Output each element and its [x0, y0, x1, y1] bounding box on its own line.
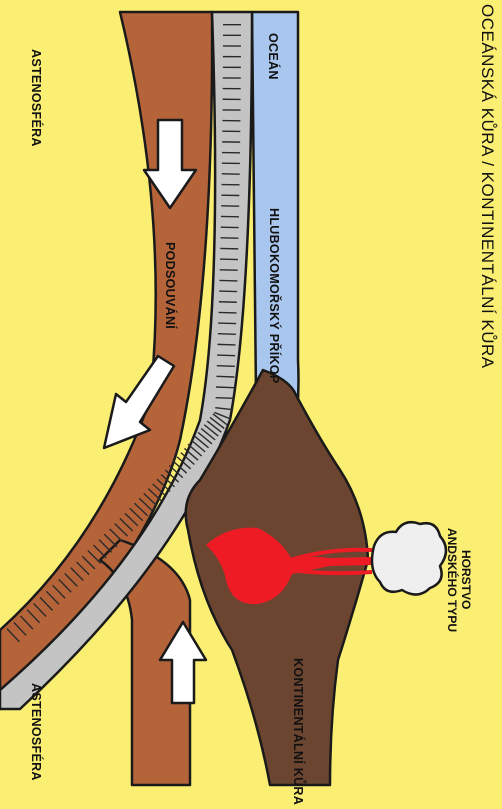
crust-hatch-line — [217, 366, 235, 367]
ocean-label: OCEÁN — [266, 33, 281, 80]
crust-hatch-line — [216, 387, 234, 388]
crust-hatch-line — [219, 302, 237, 303]
continental-crust-label: KONTINENTÁLNÍ KŮRA — [291, 658, 307, 805]
diagram-title: OCEÁNSKÁ KŮRA / KONTINENTÁLNÍ KŮRA — [478, 4, 497, 369]
cloud-icon — [372, 522, 446, 594]
crust-hatch-line — [216, 376, 234, 377]
trench-label: HLUBOKOMOŘSKÝ PŘÍKOP — [267, 208, 282, 383]
crust-hatch-line — [217, 355, 235, 356]
crust-hatch-line — [219, 312, 237, 313]
mountains-label-line1: HORSTVO — [459, 550, 473, 609]
subduction-label: PODSOUVÁNÍ — [163, 242, 178, 329]
mountains-label-line2: ANDSKÉHO TYPU — [445, 528, 460, 632]
crust-hatch-line — [218, 323, 236, 324]
asthenosphere-label-bottom: ASTENOSFÉRA — [29, 683, 44, 781]
crust-hatch-line — [216, 398, 234, 399]
crust-hatch-line — [218, 344, 236, 345]
crust-hatch-line — [218, 334, 236, 335]
asthenosphere-label-top: ASTENOSFÉRA — [29, 49, 44, 147]
